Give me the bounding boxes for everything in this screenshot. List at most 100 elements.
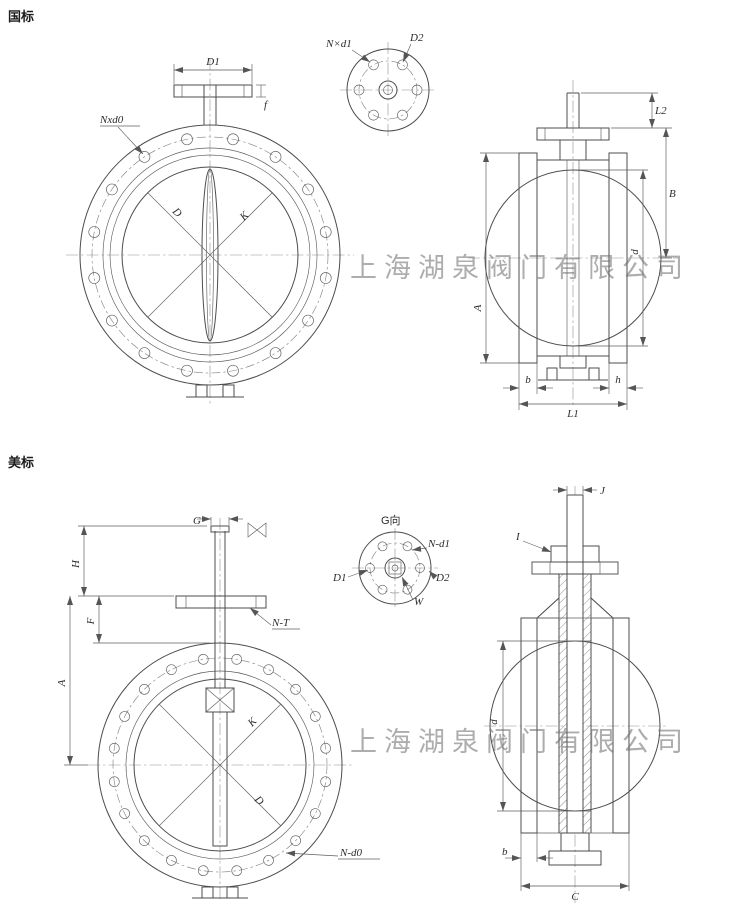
dim-label-h: h: [615, 374, 621, 386]
seat-circle: [109, 154, 311, 356]
dim-f: F: [85, 596, 210, 644]
dim-l2: L2: [581, 92, 672, 129]
bottom-feet: [186, 384, 244, 398]
top-bolt-circle: [358, 60, 418, 120]
dim-label-d: d: [488, 719, 500, 725]
dim-label-b: b: [525, 374, 531, 386]
bore-circle: [121, 166, 299, 344]
dim-label-c: C: [571, 891, 579, 903]
bolt-circle: [112, 657, 328, 873]
dim-label-d: D: [169, 205, 184, 220]
bolt-holes: [88, 133, 332, 377]
view-title-g: G向: [381, 513, 401, 527]
dim-label-f: F: [85, 617, 97, 625]
gb-side-view: L2 B d A: [468, 80, 678, 420]
dim-b: b: [502, 833, 553, 870]
dim-label-b-cap: B: [669, 188, 676, 200]
dim-label-d1: D1: [205, 56, 219, 68]
dim-d: d: [575, 169, 648, 347]
dim-label-j: J: [600, 485, 606, 497]
dim-label-k: K: [237, 209, 252, 224]
stem-hole: [378, 80, 398, 100]
stem-hole-inner: [391, 564, 399, 572]
dim-b-small: b: [503, 363, 553, 410]
top-flange-outer: [358, 531, 432, 605]
stem-and-top-plate: [536, 92, 610, 141]
us-section-label: 美标: [8, 455, 35, 470]
top-bolt-holes: [353, 59, 423, 121]
callout-n-d0: N-d0: [285, 847, 380, 860]
dim-label-a: A: [56, 679, 68, 687]
callout-label-nxd1: N×d1: [325, 38, 352, 50]
us-front-view: K D G: [56, 515, 380, 902]
callout-label-n-d1: N-d1: [427, 538, 450, 550]
stem-and-top-plate: [173, 84, 253, 125]
bottom-feet: [192, 886, 248, 899]
top-plate: [531, 561, 619, 575]
callout-nxd1: N×d1: [325, 38, 371, 63]
dim-label-d1: D1: [332, 572, 346, 584]
disc-and-hub: [205, 687, 235, 847]
callout-label-n-d0: N-d0: [339, 847, 363, 859]
callout-label-nxd0: Nxd0: [99, 114, 124, 126]
dim-label-w: W: [414, 596, 424, 608]
dim-h: H: [70, 525, 207, 597]
dim-a: A: [472, 152, 519, 364]
dim-label-l2: L2: [654, 105, 667, 117]
callout-n-d1: N-d1: [411, 538, 450, 552]
dim-d1: D1: [173, 56, 253, 84]
shaft-section: [566, 494, 584, 834]
dim-a: A: [56, 596, 88, 766]
bolt-circle: [91, 136, 329, 374]
dim-label-i: I: [515, 531, 521, 543]
dim-label-h: H: [70, 559, 82, 569]
bore-diagonals: [158, 703, 282, 827]
dim-h: h: [593, 363, 643, 410]
top-bolt-circle: [369, 542, 421, 594]
bore-circle: [133, 678, 307, 852]
callout-n-t: N-T: [249, 607, 300, 630]
dim-label-l1: L1: [566, 408, 579, 420]
callout-d1: D1: [332, 569, 369, 584]
top-flange-outer: [346, 48, 430, 132]
dim-label-d2: D2: [409, 32, 424, 44]
callout-label-n-t: N-T: [271, 617, 290, 629]
body-section: [518, 139, 628, 369]
dim-g: G: [193, 515, 243, 527]
dim-label-b: b: [502, 846, 508, 858]
dim-label-d2: D2: [435, 572, 450, 584]
us-drawing: K D G: [56, 485, 668, 903]
callout-d2: D2: [428, 570, 450, 584]
dim-label-d: d: [629, 249, 641, 255]
gb-drawing: D1 f Nxd0 D K: [66, 32, 678, 420]
dim-c: C: [520, 833, 630, 903]
dim-label-f: f: [264, 99, 269, 111]
dim-f: f: [256, 84, 269, 111]
position-indicator-icon: [247, 522, 267, 538]
stem-and-top-plate: [175, 525, 267, 688]
dim-l1: L1: [519, 401, 627, 420]
bore-diagonals: [147, 192, 273, 318]
gb-front-view: D1 f Nxd0 D K: [66, 56, 354, 404]
us-top-view: G向 N-d1 D1: [332, 513, 450, 608]
bolt-holes: [108, 653, 332, 877]
gb-section-label: 国标: [8, 9, 35, 24]
raised-face-circle: [102, 147, 318, 363]
callout-w: W: [401, 576, 424, 608]
side-feet: [538, 367, 608, 381]
stem-hole: [384, 557, 406, 579]
us-side-view: J I d b C: [484, 485, 668, 903]
dim-label-g: G: [193, 515, 201, 527]
callout-nxd0: Nxd0: [99, 114, 144, 155]
stem-square: [388, 561, 402, 575]
dim-label-a: A: [472, 304, 484, 312]
dim-d: d: [488, 640, 560, 812]
disc-edge: [201, 168, 219, 342]
dim-label-d: D: [251, 793, 266, 808]
gb-top-view: N×d1 D2: [325, 32, 436, 138]
callout-i: I: [515, 531, 552, 553]
dim-b-cap: B: [661, 128, 676, 259]
raised-face-circle: [125, 670, 315, 860]
dim-j: J: [553, 485, 606, 497]
